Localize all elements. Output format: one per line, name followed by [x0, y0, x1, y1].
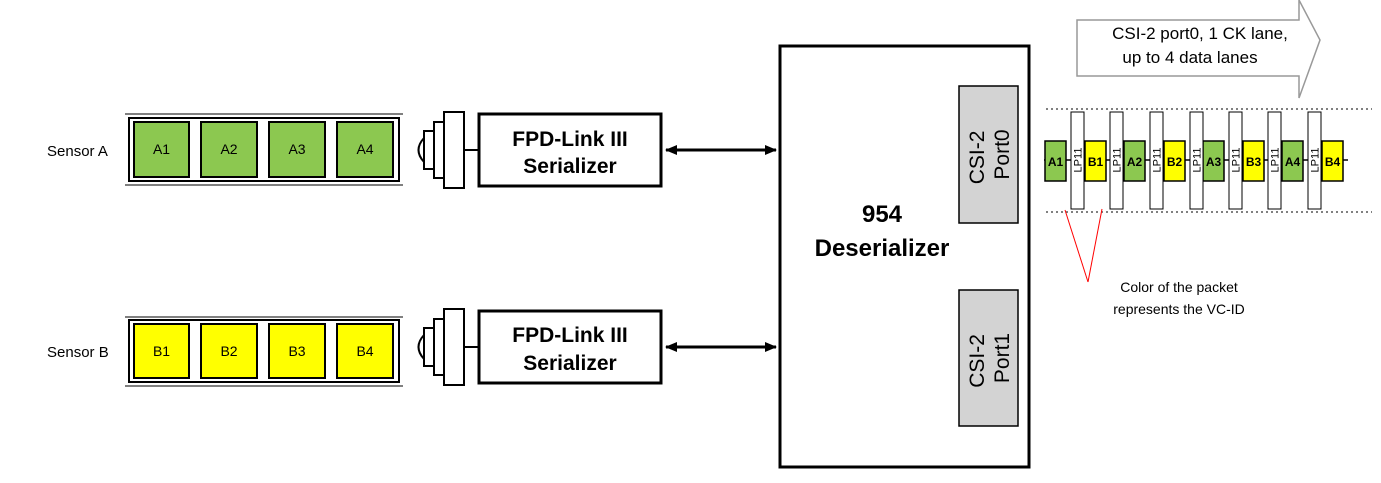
stream-packet: B2 [1163, 140, 1186, 182]
svg-text:A4: A4 [356, 141, 373, 157]
sensor-a-packet-2: A2 [200, 121, 258, 178]
lp11-separator: LP11 [1149, 111, 1164, 210]
svg-text:A3: A3 [288, 141, 305, 157]
vc-id-callout: Color of the packet represents the VC-ID [1064, 208, 1245, 317]
svg-text:A3: A3 [1206, 155, 1222, 169]
svg-text:Deserializer: Deserializer [815, 235, 950, 262]
svg-text:954: 954 [862, 201, 903, 228]
sensor-b-strip: B1 B2 B3 B4 [125, 316, 403, 387]
svg-text:B4: B4 [1325, 155, 1341, 169]
stream-packet: B4 [1321, 140, 1344, 182]
sensor-b-label: Sensor B [47, 344, 109, 361]
svg-text:FPD-Link III: FPD-Link III [512, 128, 628, 151]
sensor-b-packet-2: B2 [200, 323, 258, 379]
sensor-b-packet-4: B4 [336, 323, 394, 379]
svg-text:LP11: LP11 [1192, 148, 1204, 173]
stream-packet: A3 [1202, 140, 1225, 182]
svg-text:up to 4 data lanes: up to 4 data lanes [1122, 48, 1257, 67]
serializer-b-box: FPD-Link III Serializer [477, 309, 663, 385]
svg-text:B1: B1 [153, 343, 170, 359]
svg-text:CSI-2 port0, 1 CK lane,: CSI-2 port0, 1 CK lane, [1112, 24, 1288, 43]
svg-text:represents the VC-ID: represents the VC-ID [1113, 301, 1245, 317]
stream-packet: A2 [1123, 140, 1146, 182]
svg-text:A1: A1 [1048, 155, 1064, 169]
svg-text:Color of the packet: Color of the packet [1120, 279, 1238, 295]
svg-text:A2: A2 [1127, 155, 1143, 169]
sensor-b-packet-1: B1 [133, 323, 190, 379]
lp11-separator: LP11 [1189, 111, 1204, 210]
stream-packet: B3 [1242, 140, 1265, 182]
stream-packet: B1 [1084, 140, 1107, 182]
stream-packet: A1 [1044, 140, 1067, 182]
svg-text:FPD-Link III: FPD-Link III [512, 324, 628, 347]
serializer-a-box: FPD-Link III Serializer [477, 112, 663, 188]
sensor-a-packet-1: A1 [133, 121, 190, 178]
sensor-a-strip: A1 A2 A3 A4 [125, 113, 403, 186]
stream-packet: A4 [1281, 140, 1304, 182]
lp11-separator: LP11 [1267, 111, 1282, 210]
svg-text:A2: A2 [220, 141, 237, 157]
sensor-a-packet-3: A3 [268, 121, 326, 178]
svg-text:Serializer: Serializer [523, 155, 616, 178]
svg-text:B4: B4 [356, 343, 373, 359]
svg-text:Serializer: Serializer [523, 352, 616, 375]
svg-text:B1: B1 [1088, 155, 1104, 169]
output-block-arrow: CSI-2 port0, 1 CK lane, up to 4 data lan… [1076, 0, 1321, 99]
svg-text:CSI-2 Port0: CSI-2 Port0 [966, 125, 1014, 185]
sensor-a-packet-4: A4 [336, 121, 394, 178]
svg-text:LP11: LP11 [1231, 148, 1243, 173]
lp11-separator: LP11 [1070, 111, 1085, 210]
svg-text:B3: B3 [1246, 155, 1262, 169]
svg-text:CSI-2 Port1: CSI-2 Port1 [966, 328, 1014, 388]
svg-text:A4: A4 [1285, 155, 1301, 169]
svg-text:LP11: LP11 [1152, 148, 1164, 173]
csi2-port0-box: CSI-2 Port0 [958, 85, 1019, 224]
svg-text:LP11: LP11 [1073, 148, 1085, 173]
svg-text:B3: B3 [288, 343, 305, 359]
svg-text:LP11: LP11 [1310, 148, 1322, 173]
sensor-b-packet-3: B3 [268, 323, 326, 379]
svg-text:B2: B2 [1167, 155, 1183, 169]
csi2-port1-box: CSI-2 Port1 [958, 289, 1019, 427]
svg-text:LP11: LP11 [1112, 148, 1124, 173]
svg-text:A1: A1 [153, 141, 170, 157]
lp11-separator: LP11 [1109, 111, 1124, 210]
sensor-a-label: Sensor A [47, 143, 108, 160]
connector-a-icon [417, 111, 478, 189]
connector-b-icon [417, 308, 478, 386]
lp11-separator: LP11 [1228, 111, 1243, 210]
svg-text:LP11: LP11 [1270, 148, 1282, 173]
svg-text:B2: B2 [220, 343, 237, 359]
lp11-separator: LP11 [1307, 111, 1322, 210]
